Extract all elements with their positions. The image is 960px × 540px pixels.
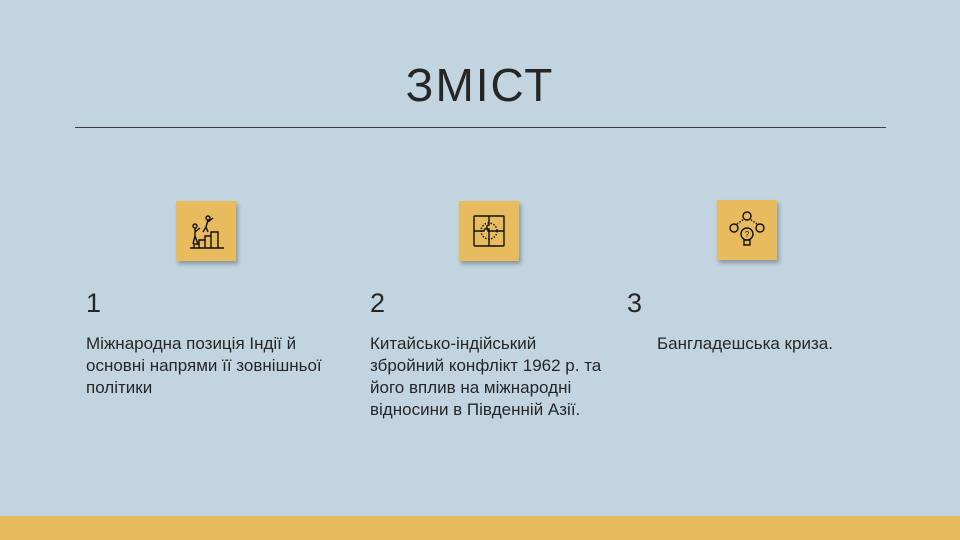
people-lightbulb-icon: ? <box>717 200 777 260</box>
title-divider <box>75 127 886 128</box>
item-2-number: 2 <box>370 288 386 318</box>
climbing-steps-icon <box>176 201 236 261</box>
item-3-text: Бангладешська криза. <box>657 334 833 353</box>
svg-text:?: ? <box>745 230 750 239</box>
puzzle-icon <box>459 201 519 261</box>
item-1-text: Міжнародна позиція Індії й основні напря… <box>86 334 322 397</box>
item-3-number: 3 <box>627 288 643 318</box>
item-2-text: Китайсько-індійський збройний конфлікт 1… <box>370 334 602 419</box>
footer-accent-bar <box>0 516 960 540</box>
page-title: ЗМІСТ <box>405 59 555 111</box>
item-1-number: 1 <box>86 288 102 318</box>
